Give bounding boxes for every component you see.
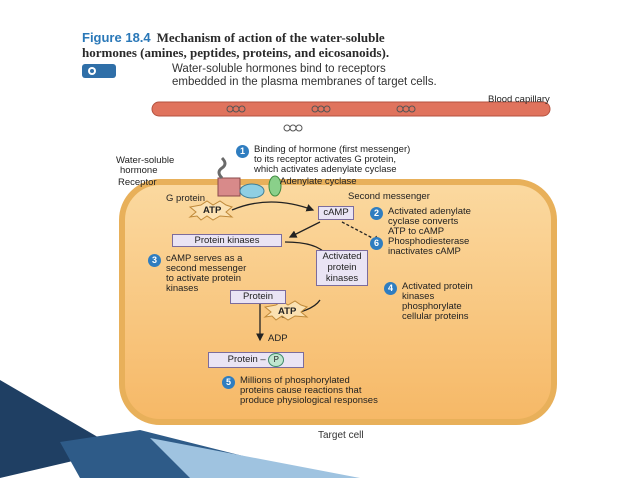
adenylate-cyclase-shape bbox=[268, 175, 282, 197]
capillary-hormones bbox=[226, 105, 416, 132]
overview-badge-icon bbox=[82, 64, 116, 78]
adenylate-cyclase-label: Adenylate cyclase bbox=[280, 176, 357, 187]
activated-kinases-line1: Activated bbox=[322, 251, 362, 262]
intro-text: Water-soluble hormones bind to receptors… bbox=[172, 63, 612, 89]
step-1-badge: 1 bbox=[236, 145, 249, 158]
activated-protein-kinases-box: Activated protein kinases bbox=[316, 250, 368, 286]
g-protein-label: G protein bbox=[166, 193, 206, 204]
blood-capillary-label: Blood capillary bbox=[488, 94, 550, 105]
phosphorylated-protein-box: Protein – P bbox=[208, 352, 304, 368]
step-6-badge: 6 bbox=[370, 237, 383, 250]
water-soluble-hormone-label-1: Water-soluble bbox=[116, 155, 175, 166]
diagram-panel: Blood capillary Water-soluble hormone Re… bbox=[80, 82, 632, 442]
figure-title: Figure 18.4 Mechanism of action of the wa… bbox=[82, 30, 582, 60]
step-3-badge: 3 bbox=[148, 254, 161, 267]
step-1-text: Binding of hormone (first messenger)to i… bbox=[254, 144, 411, 175]
step-5-badge: 5 bbox=[222, 376, 235, 389]
protein-p-label: Protein – bbox=[227, 354, 266, 365]
adp-label: ADP bbox=[268, 333, 288, 344]
receptor-shape bbox=[217, 156, 241, 197]
intro-line1: Water-soluble hormones bind to receptors bbox=[172, 63, 386, 75]
figure-title-line2: hormones (amines, peptides, proteins, an… bbox=[82, 45, 390, 60]
step-4-badge: 4 bbox=[384, 282, 397, 295]
intro-line2: embedded in the plasma membranes of targ… bbox=[172, 76, 437, 88]
receptor-label: Receptor bbox=[118, 177, 157, 188]
slide-swoosh-decoration bbox=[0, 380, 360, 478]
camp-box: cAMP bbox=[318, 206, 354, 220]
blood-capillary-vessel bbox=[151, 101, 551, 117]
g-protein-shape bbox=[239, 183, 265, 199]
figure-number: Figure 18.4 bbox=[82, 30, 151, 45]
step-2-badge: 2 bbox=[370, 207, 383, 220]
activated-kinases-line3: kinases bbox=[325, 273, 359, 284]
atp-label: ATP bbox=[203, 205, 222, 216]
second-messenger-label: Second messenger bbox=[348, 191, 430, 202]
atp2-label: ATP bbox=[278, 306, 297, 317]
figure-heading: Figure 18.4 Mechanism of action of the wa… bbox=[82, 30, 582, 60]
figure-title-line1: Mechanism of action of the water-soluble bbox=[156, 30, 385, 45]
atp2-star bbox=[263, 300, 309, 321]
atp-star bbox=[188, 200, 234, 221]
protein-box: Protein bbox=[230, 290, 286, 304]
phosphate-circle: P bbox=[268, 353, 285, 367]
water-soluble-hormone-label-2: hormone bbox=[120, 165, 158, 176]
protein-kinases-box: Protein kinases bbox=[172, 234, 282, 247]
target-cell-label: Target cell bbox=[318, 430, 364, 441]
activated-kinases-line2: protein bbox=[327, 262, 357, 273]
